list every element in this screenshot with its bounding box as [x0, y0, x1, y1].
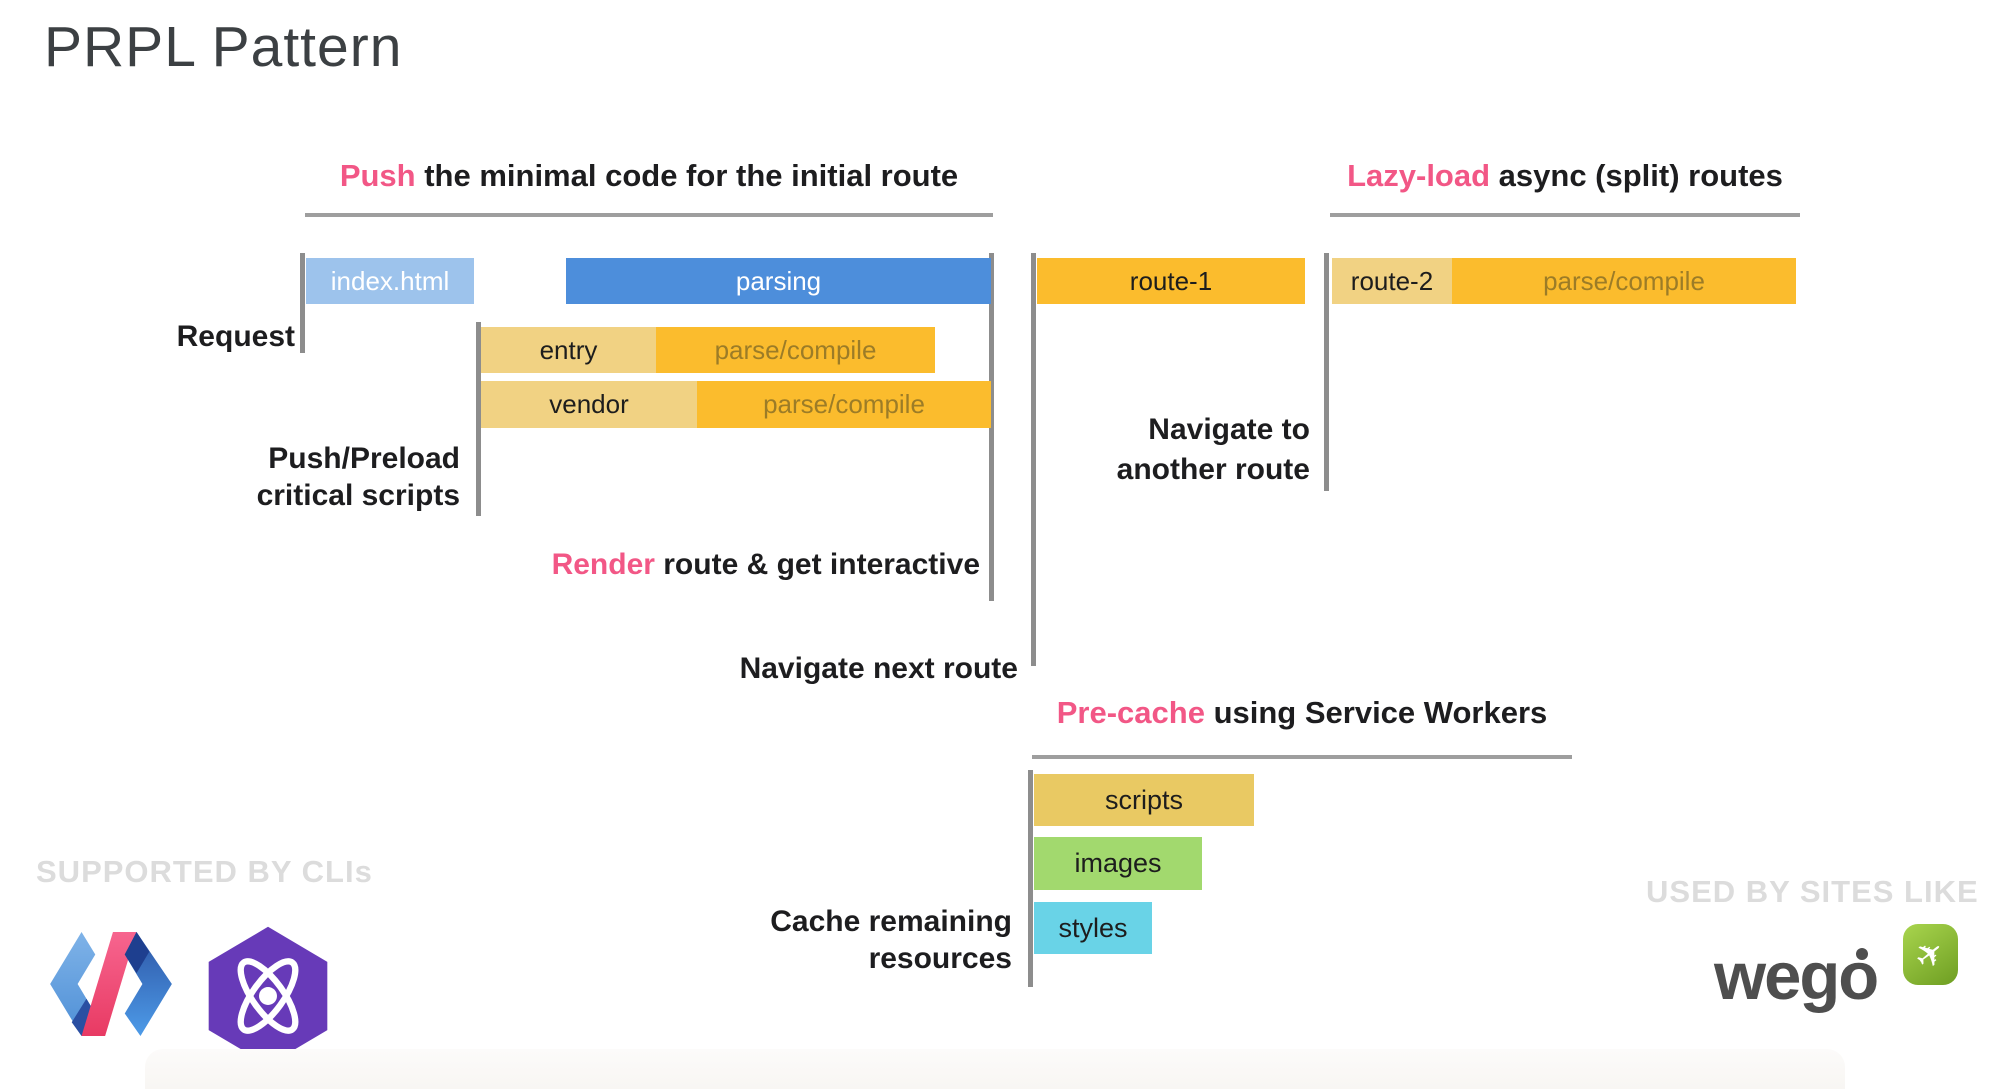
bar-route-1-label: route-1 [1129, 265, 1213, 296]
bar-images: images [1034, 837, 1202, 890]
label-navigate-another-line1: Navigate to [1148, 413, 1310, 446]
label-cache-remaining-line1: Cache remaining [770, 905, 1012, 938]
heading-precache-underline [1032, 755, 1572, 759]
label-push-preload-line1: Push/Preload [268, 442, 460, 475]
bar-route-2-group: route-2 parse/compile [1332, 258, 1796, 304]
heading-precache-rest: using Service Workers [1204, 695, 1548, 730]
bar-parsing-label: parsing [735, 265, 822, 296]
heading-push-rest: the minimal code for the initial route [415, 158, 959, 193]
cache-marker-line [1028, 770, 1033, 987]
heading-precache-accent: Pre-cache [1056, 695, 1205, 730]
label-request: Request [176, 320, 295, 353]
bar-entry: entry [481, 327, 656, 373]
page-title: PRPL Pattern [44, 15, 403, 79]
caption-used-by-sites-like: USED BY SITES LIKE [1646, 874, 1979, 909]
label-navigate-another-line2: another route [1116, 453, 1310, 486]
bar-scripts: scripts [1034, 774, 1254, 826]
label-push-preload-line2: critical scripts [256, 479, 460, 512]
bar-route-2-parse-compile: parse/compile [1452, 258, 1796, 304]
preact-logo [205, 925, 331, 1072]
preact-logo-icon [208, 926, 328, 1066]
bar-vendor-parse-label: parse/compile [763, 389, 925, 419]
wego-logo: wego [1714, 939, 1879, 1014]
bar-route-1: route-1 [1037, 258, 1305, 304]
label-navigate-another: Navigate to another route [1000, 410, 1310, 490]
label-cache-remaining: Cache remaining resources [690, 903, 1012, 977]
heading-lazy: Lazy-load async (split) routes [1330, 158, 1800, 194]
label-cache-remaining-line2: resources [868, 942, 1012, 975]
bar-entry-label: entry [539, 334, 598, 365]
render-marker-line [989, 253, 994, 601]
bar-index-html-label: index.html [330, 265, 450, 296]
wego-logo-dot [1856, 948, 1868, 960]
bar-styles-label: styles [1058, 912, 1128, 943]
heading-lazy-accent: Lazy-load [1347, 158, 1491, 193]
polymer-logo-icon [50, 931, 172, 1037]
polymer-logo [45, 930, 177, 1043]
bar-vendor-group: vendor parse/compile [481, 381, 991, 428]
wego-plane-icon: ✈ [1906, 929, 1955, 980]
label-push-preload: Push/Preload critical scripts [150, 440, 460, 514]
heading-lazy-rest: async (split) routes [1490, 158, 1783, 193]
bar-vendor-parse-compile: parse/compile [697, 381, 991, 428]
bar-route-2-label: route-2 [1350, 265, 1434, 296]
bar-vendor: vendor [481, 381, 697, 428]
label-render: Render route & get interactive [480, 546, 980, 583]
bar-entry-parse-label: parse/compile [714, 334, 877, 365]
heading-push: Push the minimal code for the initial ro… [305, 158, 993, 194]
bar-parsing: parsing [566, 258, 991, 304]
bottom-surface-edge [145, 1049, 1845, 1089]
wego-logo-badge: ✈ [1903, 924, 1958, 985]
heading-push-underline [305, 213, 993, 217]
bar-images-label: images [1074, 848, 1162, 878]
navigate-next-marker-line [1031, 253, 1036, 666]
heading-lazy-underline [1330, 213, 1800, 217]
bar-vendor-label: vendor [549, 389, 629, 419]
caption-supported-by-clis: SUPPORTED BY CLIs [36, 854, 373, 889]
bar-index-html: index.html [306, 258, 474, 304]
label-render-accent: Render [551, 548, 655, 581]
heading-precache: Pre-cache using Service Workers [1032, 695, 1572, 731]
bar-route-2: route-2 [1332, 258, 1452, 304]
push-preload-marker-line [476, 322, 481, 516]
bar-route-2-parse-label: parse/compile [1543, 265, 1705, 296]
heading-push-accent: Push [339, 158, 416, 193]
bar-styles: styles [1034, 902, 1152, 954]
bar-entry-parse-compile: parse/compile [656, 327, 935, 373]
bar-scripts-label: scripts [1104, 784, 1183, 815]
navigate-another-marker-line [1324, 253, 1329, 491]
request-marker-line [300, 253, 305, 353]
label-navigate-next: Navigate next route [739, 652, 1018, 685]
bar-entry-group: entry parse/compile [481, 327, 935, 373]
label-render-rest: route & get interactive [654, 548, 980, 581]
